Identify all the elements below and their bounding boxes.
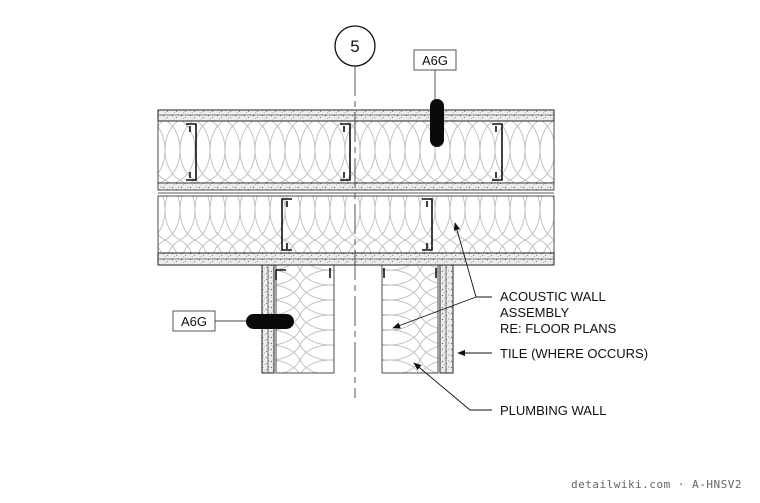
note-plumbing: PLUMBING WALL — [500, 403, 606, 418]
section-cut-marker-upper — [430, 99, 444, 147]
note-acoustic-line3: RE: FLOOR PLANS — [500, 321, 617, 336]
leader-lines — [392, 222, 492, 411]
lower-insulation — [157, 195, 555, 254]
section-tag-upper-label: A6G — [422, 53, 448, 68]
right-wall-insulation — [381, 264, 439, 374]
tile-layer — [439, 264, 454, 374]
top-gypsum-board — [157, 109, 555, 122]
section-cut-marker-left — [246, 314, 294, 329]
right-plumbing-wall — [381, 264, 454, 374]
notes: ACOUSTIC WALL ASSEMBLY RE: FLOOR PLANS T… — [500, 289, 648, 418]
credit-text: detailwiki.com · A-HNSV2 — [571, 478, 742, 491]
section-tag-upper[interactable]: A6G — [413, 49, 457, 147]
upper-studs — [186, 123, 503, 181]
note-acoustic-line1: ACOUSTIC WALL — [500, 289, 606, 304]
section-tag-left-label: A6G — [181, 314, 207, 329]
grid-number: 5 — [350, 37, 359, 56]
note-tile: TILE (WHERE OCCURS) — [500, 346, 648, 361]
lower-studs — [281, 198, 433, 251]
horizontal-wall-assembly — [157, 109, 555, 266]
upper-insulation — [157, 120, 555, 184]
middle-gypsum-board — [157, 182, 555, 191]
section-tag-left[interactable]: A6G — [172, 310, 294, 332]
grid-line-5: 5 — [334, 25, 376, 398]
note-acoustic-line2: ASSEMBLY — [500, 305, 569, 320]
grid-bubble — [334, 25, 376, 67]
